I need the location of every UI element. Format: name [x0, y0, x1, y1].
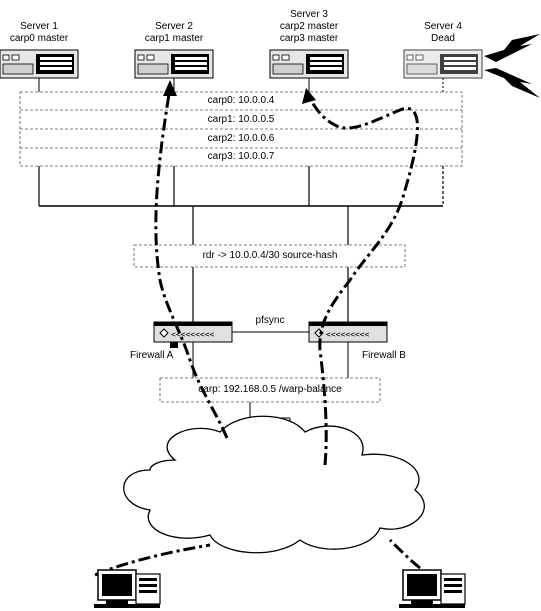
workstation-right-icon [398, 569, 466, 609]
rdr-box [133, 244, 406, 268]
server-1-icon [0, 49, 79, 79]
server-3-label: Server 3 carp2 master carp3 master [280, 9, 338, 45]
firewall-a-label: Firewall A [130, 350, 174, 361]
rdr-label: rdr -> 10.0.0.4/30 source-hash [202, 250, 338, 261]
carp-table [19, 91, 463, 167]
firewall-b-label: Firewall B [362, 350, 406, 361]
internet-cloud [123, 415, 425, 554]
server-2-icon [134, 49, 214, 79]
arrowhead-icon [163, 80, 177, 96]
server-4-role: Dead [431, 33, 455, 44]
pfsync-label: pfsync [255, 315, 285, 326]
lightning-bolt-icon [484, 68, 540, 98]
server-3-role: carp3 master [279, 33, 339, 44]
workstation-left-icon [93, 569, 161, 609]
flow-path-client-right [388, 538, 421, 570]
traffic-flow-lines [94, 87, 421, 577]
server-4-label: Server 4 Dead [424, 21, 462, 45]
arrowhead-icon [302, 88, 316, 104]
lightning-bolt-icon [484, 34, 540, 62]
server-4-name: Server 4 [424, 21, 462, 32]
server-1-name: Server 1 [20, 21, 58, 32]
server-3-name: Server 3 [290, 9, 328, 20]
server-2-label: Server 2 carp1 master [145, 21, 203, 45]
carp-balance-label: carp: 192.168.0.5 /warp-balance [198, 384, 342, 395]
carp-row-0: carp0: 10.0.0.4 [207, 95, 275, 106]
flow-path-to-server-2 [154, 87, 229, 439]
firewall-a-icon [153, 321, 233, 343]
flow-path-to-server-3 [305, 91, 419, 466]
firewall-a-port [170, 342, 178, 348]
carp-balance-box [159, 377, 381, 403]
server-4-icon [403, 49, 483, 79]
carp-row-3: carp3: 10.0.0.7 [207, 151, 275, 162]
server-2-role: carp1 master [144, 33, 204, 44]
flow-path-client-left [94, 543, 211, 577]
carp-row-2: carp2: 10.0.0.6 [207, 133, 275, 144]
carp-row-1: carp1: 10.0.0.5 [207, 114, 275, 125]
server-3-icon [269, 49, 349, 79]
server-1-role: carp0 master [9, 33, 69, 44]
server-2-name: Server 2 [155, 21, 193, 32]
server-1-label: Server 1 carp0 master [10, 21, 68, 45]
server-3-role: carp2 master [279, 21, 339, 32]
